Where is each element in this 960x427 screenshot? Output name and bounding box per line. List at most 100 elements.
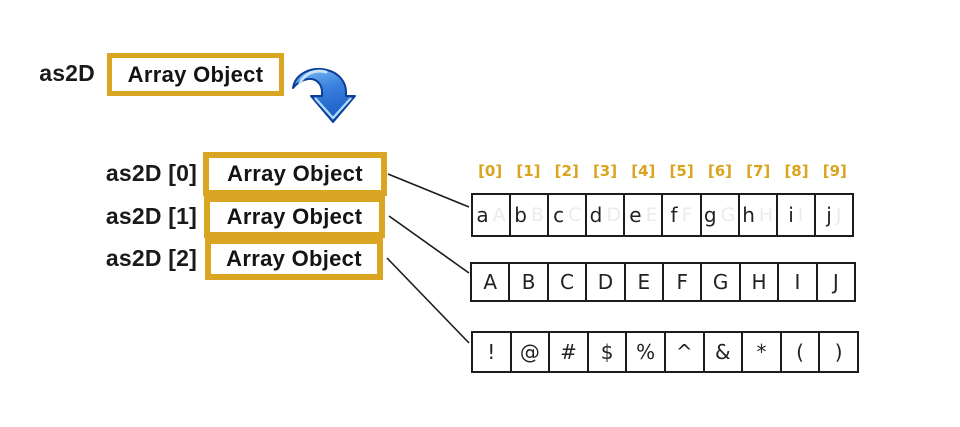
cell-value: I <box>794 270 801 294</box>
cell-value: b <box>514 203 527 227</box>
cell-value: c <box>553 203 565 227</box>
array-cell: ) <box>818 331 859 373</box>
index-label: [3] <box>592 162 618 180</box>
array-cell: * <box>741 331 782 373</box>
array-cell: H <box>738 262 780 302</box>
cell-value: G <box>712 270 729 294</box>
cell-value: & <box>715 340 731 364</box>
cell-value: @ <box>519 340 540 364</box>
cell-value: D <box>597 270 614 294</box>
cell-value: ) <box>834 340 843 364</box>
ghost-cell-value: D <box>606 204 621 226</box>
cell-value: ^ <box>675 340 693 364</box>
index-label: [0] <box>478 162 503 180</box>
cell-value: % <box>636 340 656 364</box>
array-cell: & <box>702 331 744 373</box>
cell-value: e <box>629 203 642 227</box>
array-cell: $ <box>586 331 628 373</box>
array-cell: ^ <box>663 331 705 373</box>
cell-value: A <box>483 270 498 294</box>
row1-reference-label: as2D [1] <box>105 203 197 229</box>
index-label: [4] <box>631 162 656 180</box>
index-label: [1] <box>516 162 541 180</box>
array-cell: B <box>508 262 549 302</box>
cell-value: E <box>637 270 651 294</box>
row1-array-object-label: Array Object <box>226 204 363 229</box>
array-cell: ! <box>471 331 512 373</box>
array-cell: @ <box>509 331 551 373</box>
cell-value: j <box>826 203 832 227</box>
cell-value: a <box>476 203 489 227</box>
connector-line-row2 <box>386 257 470 344</box>
index-label: [6] <box>707 162 732 180</box>
cell-value: g <box>703 203 717 227</box>
array-cell: A <box>470 262 511 302</box>
row2-array-object-box: Array Object <box>205 238 383 280</box>
root-array-object-label: Array Object <box>127 61 264 87</box>
row2-reference-label: as2D [2] <box>105 245 197 271</box>
array-cell: % <box>625 331 666 373</box>
index-label: [7] <box>746 162 771 180</box>
ghost-cell-value: F <box>681 204 693 226</box>
ghost-cell-value: E <box>645 204 658 226</box>
row1-array-object-box: Array Object <box>204 196 385 238</box>
root-array-object-box: Array Object <box>107 53 284 96</box>
root-reference-label: as2D <box>39 60 95 86</box>
cell-value: B <box>521 270 536 294</box>
ghost-cell-value: J <box>835 204 842 226</box>
ghost-cell-value: H <box>758 204 774 226</box>
index-labels-row: [0] [1] [2] [3] [4] [5] [6] [7] [8] [9] <box>471 162 854 182</box>
cell-value: # <box>560 340 577 364</box>
row0-array-object-label: Array Object <box>227 161 363 186</box>
cell-value: * <box>756 340 767 364</box>
cell-value: d <box>589 203 603 227</box>
curved-down-arrow-icon <box>289 64 361 126</box>
cell-value: h <box>742 203 755 227</box>
cell-value: F <box>676 270 688 294</box>
index-label: [8] <box>784 162 809 180</box>
cell-value: H <box>751 270 767 294</box>
ghost-cell-value: C <box>568 204 582 226</box>
ghost-cell-value: B <box>530 204 545 226</box>
index-label: [9] <box>822 162 847 180</box>
array-cell: E <box>623 262 665 302</box>
cell-value: C <box>560 270 574 294</box>
connector-line-row1 <box>388 215 470 274</box>
cell-value: f <box>670 203 678 227</box>
ghost-cell-value: I <box>797 204 804 226</box>
array-cell: G <box>700 262 741 302</box>
ghost-cell-value: A <box>492 204 506 226</box>
array-cell: I <box>777 262 818 302</box>
row2-array-object-label: Array Object <box>226 246 362 271</box>
connector-line-row0 <box>387 173 470 208</box>
array-cell: # <box>548 331 589 373</box>
array-cell: J <box>815 262 857 302</box>
cell-value: i <box>788 203 794 227</box>
array-cell: F <box>662 262 703 302</box>
row0-reference-label: as2D [0] <box>105 160 197 186</box>
cell-value: ! <box>487 340 496 364</box>
array-row-2: ! @ # $% ^& * () <box>471 331 859 373</box>
ghost-cell-value: G <box>720 204 736 226</box>
index-label: [2] <box>554 162 579 180</box>
cell-value: $ <box>600 340 614 364</box>
row0-array-object-box: Array Object <box>203 152 387 196</box>
array-cell: C <box>546 262 588 302</box>
array-cell: ( <box>779 331 821 373</box>
index-label: [5] <box>669 162 694 180</box>
cell-value: ( <box>796 340 804 364</box>
cell-value: J <box>832 270 839 294</box>
